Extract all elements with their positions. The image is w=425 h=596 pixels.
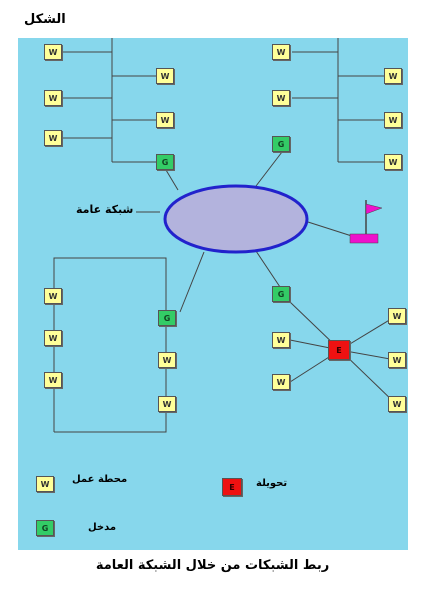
- gateway-node: G: [272, 136, 290, 152]
- workstation-node: W: [44, 330, 62, 346]
- workstation-node: W: [384, 154, 402, 170]
- workstation-node: W: [272, 374, 290, 390]
- figure-caption: ربط الشبكات من خلال الشبكة العامة: [95, 558, 330, 573]
- workstation-node: W: [44, 44, 62, 60]
- gateway-node: G: [272, 286, 290, 302]
- public-network-cloud: [163, 184, 309, 254]
- diagram-panel: [18, 38, 408, 550]
- flag-icon: [365, 203, 383, 215]
- gateway-node: G: [158, 310, 176, 326]
- workstation-node: W: [384, 68, 402, 84]
- workstation-node: W: [384, 112, 402, 128]
- gateway-node: G: [156, 154, 174, 170]
- workstation-node: W: [158, 352, 176, 368]
- terminal-device: [349, 233, 379, 244]
- cloud-label: شبكة عامة: [76, 203, 134, 216]
- workstation-node: W: [272, 332, 290, 348]
- workstation-node: W: [158, 396, 176, 412]
- figure-label: الشكل: [24, 12, 66, 27]
- legend-gateway-label: مدخل: [88, 522, 117, 533]
- workstation-node: W: [388, 396, 406, 412]
- legend-switch-label: تحويلة: [256, 478, 288, 489]
- workstation-node: W: [44, 90, 62, 106]
- switch-node: E: [328, 340, 350, 360]
- legend-workstation-swatch: W: [36, 476, 54, 492]
- legend-workstation-label: محطة عمل: [72, 474, 128, 485]
- legend-gateway-swatch: G: [36, 520, 54, 536]
- workstation-node: W: [44, 130, 62, 146]
- workstation-node: W: [388, 352, 406, 368]
- workstation-node: W: [272, 44, 290, 60]
- workstation-node: W: [272, 90, 290, 106]
- workstation-node: W: [156, 112, 174, 128]
- workstation-node: W: [156, 68, 174, 84]
- workstation-node: W: [44, 372, 62, 388]
- workstation-node: W: [388, 308, 406, 324]
- workstation-node: W: [44, 288, 62, 304]
- legend-switch-swatch: E: [222, 478, 242, 496]
